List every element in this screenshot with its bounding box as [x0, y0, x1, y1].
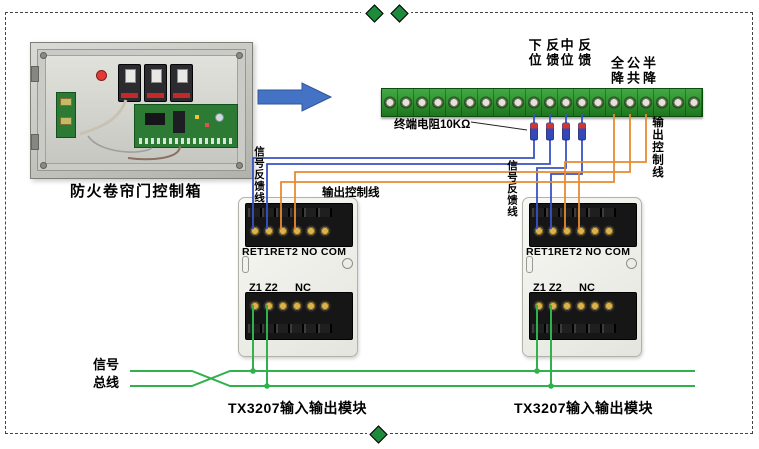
screw [236, 52, 243, 59]
small-pcb [56, 92, 76, 138]
z-terminal-label: Z1 Z2 [533, 282, 562, 294]
green-terminal-strip [381, 88, 703, 117]
component [205, 123, 209, 127]
pcb-terminal-pins [139, 138, 233, 144]
terminal-pads [248, 324, 332, 333]
breaker-lever [125, 69, 136, 83]
nc-terminal-label: NC [579, 282, 595, 294]
terminal-labels: RET1RET2 NO COM [526, 246, 631, 258]
mounting-hole [626, 258, 637, 269]
screw [40, 162, 47, 169]
label-middle-feedback: 中位 反馈 [558, 38, 592, 68]
breaker-mark [121, 93, 138, 98]
breaker [144, 64, 167, 102]
mounting-hole [342, 258, 353, 269]
terminal-screws [532, 295, 616, 317]
breaker [170, 64, 193, 102]
ic-chip [145, 113, 165, 125]
module-caption-right: TX3207输入输出模块 [514, 400, 654, 416]
terminal-screws [248, 295, 332, 317]
screw [236, 162, 243, 169]
label-lower-feedback: 下位 反馈 [526, 38, 560, 68]
circuit-breakers [118, 64, 193, 102]
terminal-screws [532, 220, 616, 242]
control-box-caption: 防火卷帘门控制箱 [70, 183, 203, 200]
module-caption-left: TX3207输入输出模块 [228, 400, 368, 416]
terminal-labels: RET1RET2 NO COM [242, 246, 347, 258]
hinge [31, 134, 39, 150]
label-half-down: 半降 [641, 56, 656, 86]
bottom-terminal-block [245, 292, 353, 340]
capacitor [215, 113, 224, 122]
pcb-pad [60, 98, 72, 106]
bottom-terminal-block [529, 292, 637, 340]
breaker [118, 64, 141, 102]
screw [40, 52, 47, 59]
top-terminal-block [529, 203, 637, 247]
component [195, 115, 199, 119]
hinge [31, 66, 39, 82]
breaker-mark [147, 93, 164, 98]
mounting-slot [526, 256, 533, 273]
indicator-light [96, 70, 107, 81]
ic-chip [173, 111, 185, 133]
label-common: 公共 [625, 56, 640, 86]
label-full-down: 全降 [609, 56, 624, 86]
label-signal-feedback-left: 信号反馈线 [253, 146, 265, 204]
io-module-right: RET1RET2 NO COM Z1 Z2 NC [522, 197, 642, 357]
label-terminal-resistor: 终端电阻10KΩ [394, 119, 471, 131]
main-pcb [134, 104, 238, 148]
pcb-pad [60, 117, 72, 125]
label-signal-bus: 信号 总线 [93, 357, 120, 390]
breaker-lever [177, 69, 188, 83]
terminal-pads [248, 208, 332, 217]
z-terminal-label: Z1 Z2 [249, 282, 278, 294]
label-output-control-right: 输出控制线 [651, 116, 663, 179]
fire-shutter-control-box [30, 42, 253, 179]
label-signal-feedback-right: 信号反馈线 [506, 160, 518, 218]
nc-terminal-label: NC [295, 282, 311, 294]
label-output-control-left: 输出控制线 [322, 187, 380, 199]
terminal-pads [532, 324, 616, 333]
breaker-mark [173, 93, 190, 98]
terminal-pads [532, 208, 616, 217]
breaker-lever [151, 69, 162, 83]
io-module-left: RET1RET2 NO COM Z1 Z2 NC [238, 197, 358, 357]
top-terminal-block [245, 203, 353, 247]
control-box-wires [79, 99, 181, 161]
mounting-slot [242, 256, 249, 273]
terminal-screws [248, 220, 332, 242]
